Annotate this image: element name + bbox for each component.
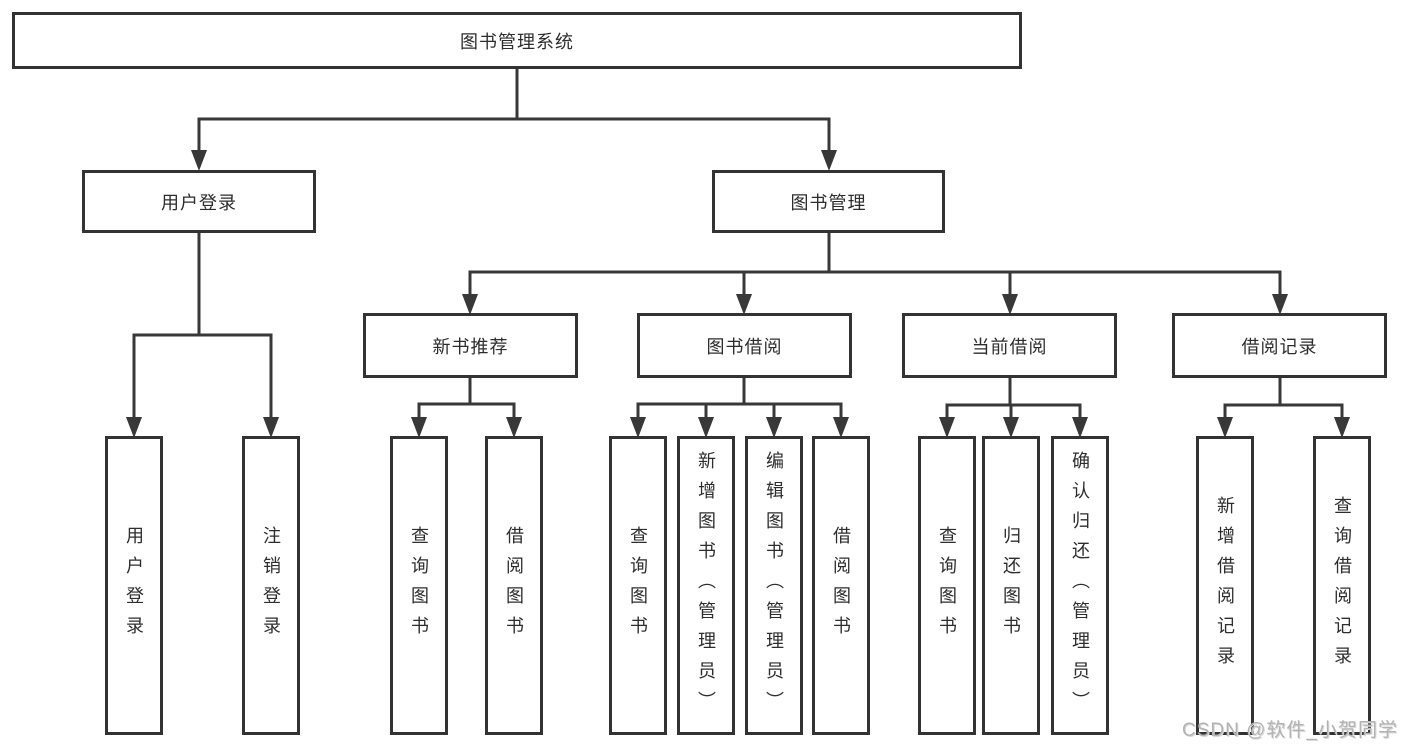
node-root-label: 图书管理系统 <box>460 31 574 52</box>
node-user-login: 用户登录 <box>82 170 316 233</box>
node-current-borrow-label: 当前借阅 <box>971 336 1048 357</box>
node-book-borrow: 图书借阅 <box>637 313 852 378</box>
node-leaf-logout: 注销登录 <box>242 436 300 735</box>
node-new-book-recommend-label: 新书推荐 <box>432 336 509 357</box>
node-leaf-cb-query-books-label: 查询图书 <box>937 525 957 646</box>
node-book-management: 图书管理 <box>712 170 945 233</box>
node-leaf-br-add-record: 新增借阅记录 <box>1196 436 1254 735</box>
node-leaf-rec-borrow-books: 借阅图书 <box>485 436 543 735</box>
node-leaf-user-login: 用户登录 <box>105 436 163 735</box>
node-leaf-logout-label: 注销登录 <box>261 525 281 646</box>
watermark-text: CSDN @软件_小贺同学 <box>1182 720 1398 741</box>
connector-current-borrow-branch <box>939 378 1088 438</box>
node-leaf-rec-query-books-label: 查询图书 <box>409 525 429 646</box>
node-leaf-bb-edit-books-label: 编辑图书（管理员） <box>764 450 784 721</box>
node-borrow-records: 借阅记录 <box>1172 313 1387 378</box>
node-leaf-rec-borrow-books-label: 借阅图书 <box>504 525 524 646</box>
node-leaf-cb-return-books-label: 归还图书 <box>1001 525 1021 646</box>
node-leaf-bb-borrow-books-label: 借阅图书 <box>831 525 851 646</box>
node-leaf-br-query-record-label: 查询借阅记录 <box>1332 495 1352 676</box>
node-leaf-br-add-record-label: 新增借阅记录 <box>1215 495 1235 676</box>
connector-book-borrow-branch <box>630 378 849 438</box>
node-leaf-bb-borrow-books: 借阅图书 <box>812 436 870 735</box>
node-leaf-bb-edit-books: 编辑图书（管理员） <box>745 436 803 735</box>
node-leaf-rec-query-books: 查询图书 <box>390 436 448 735</box>
node-leaf-cb-confirm-return-label: 确认归还（管理员） <box>1070 450 1090 721</box>
connector-root-branch <box>191 69 837 171</box>
node-leaf-br-query-record: 查询借阅记录 <box>1313 436 1371 735</box>
node-leaf-bb-add-books: 新增图书（管理员） <box>677 436 735 735</box>
node-leaf-user-login-label: 用户登录 <box>124 525 144 646</box>
node-leaf-cb-return-books: 归还图书 <box>982 436 1040 735</box>
node-leaf-bb-query-books-label: 查询图书 <box>628 525 648 646</box>
node-user-login-label: 用户登录 <box>161 192 237 213</box>
connector-new-book-rec-branch <box>411 378 522 438</box>
node-book-borrow-label: 图书借阅 <box>706 336 783 357</box>
node-leaf-bb-add-books-label: 新增图书（管理员） <box>696 450 716 721</box>
node-leaf-cb-confirm-return: 确认归还（管理员） <box>1051 436 1109 735</box>
node-leaf-bb-query-books: 查询图书 <box>609 436 667 735</box>
connector-book-mgmt-branch <box>462 233 1288 315</box>
connector-borrow-records-branch <box>1217 378 1350 438</box>
connector-user-login-branch <box>126 233 279 438</box>
node-leaf-cb-query-books: 查询图书 <box>918 436 976 735</box>
node-borrow-records-label: 借阅记录 <box>1241 336 1318 357</box>
node-current-borrow: 当前借阅 <box>902 313 1117 378</box>
node-new-book-recommend: 新书推荐 <box>363 313 578 378</box>
node-book-management-label: 图书管理 <box>790 192 867 213</box>
node-root: 图书管理系统 <box>12 12 1022 69</box>
